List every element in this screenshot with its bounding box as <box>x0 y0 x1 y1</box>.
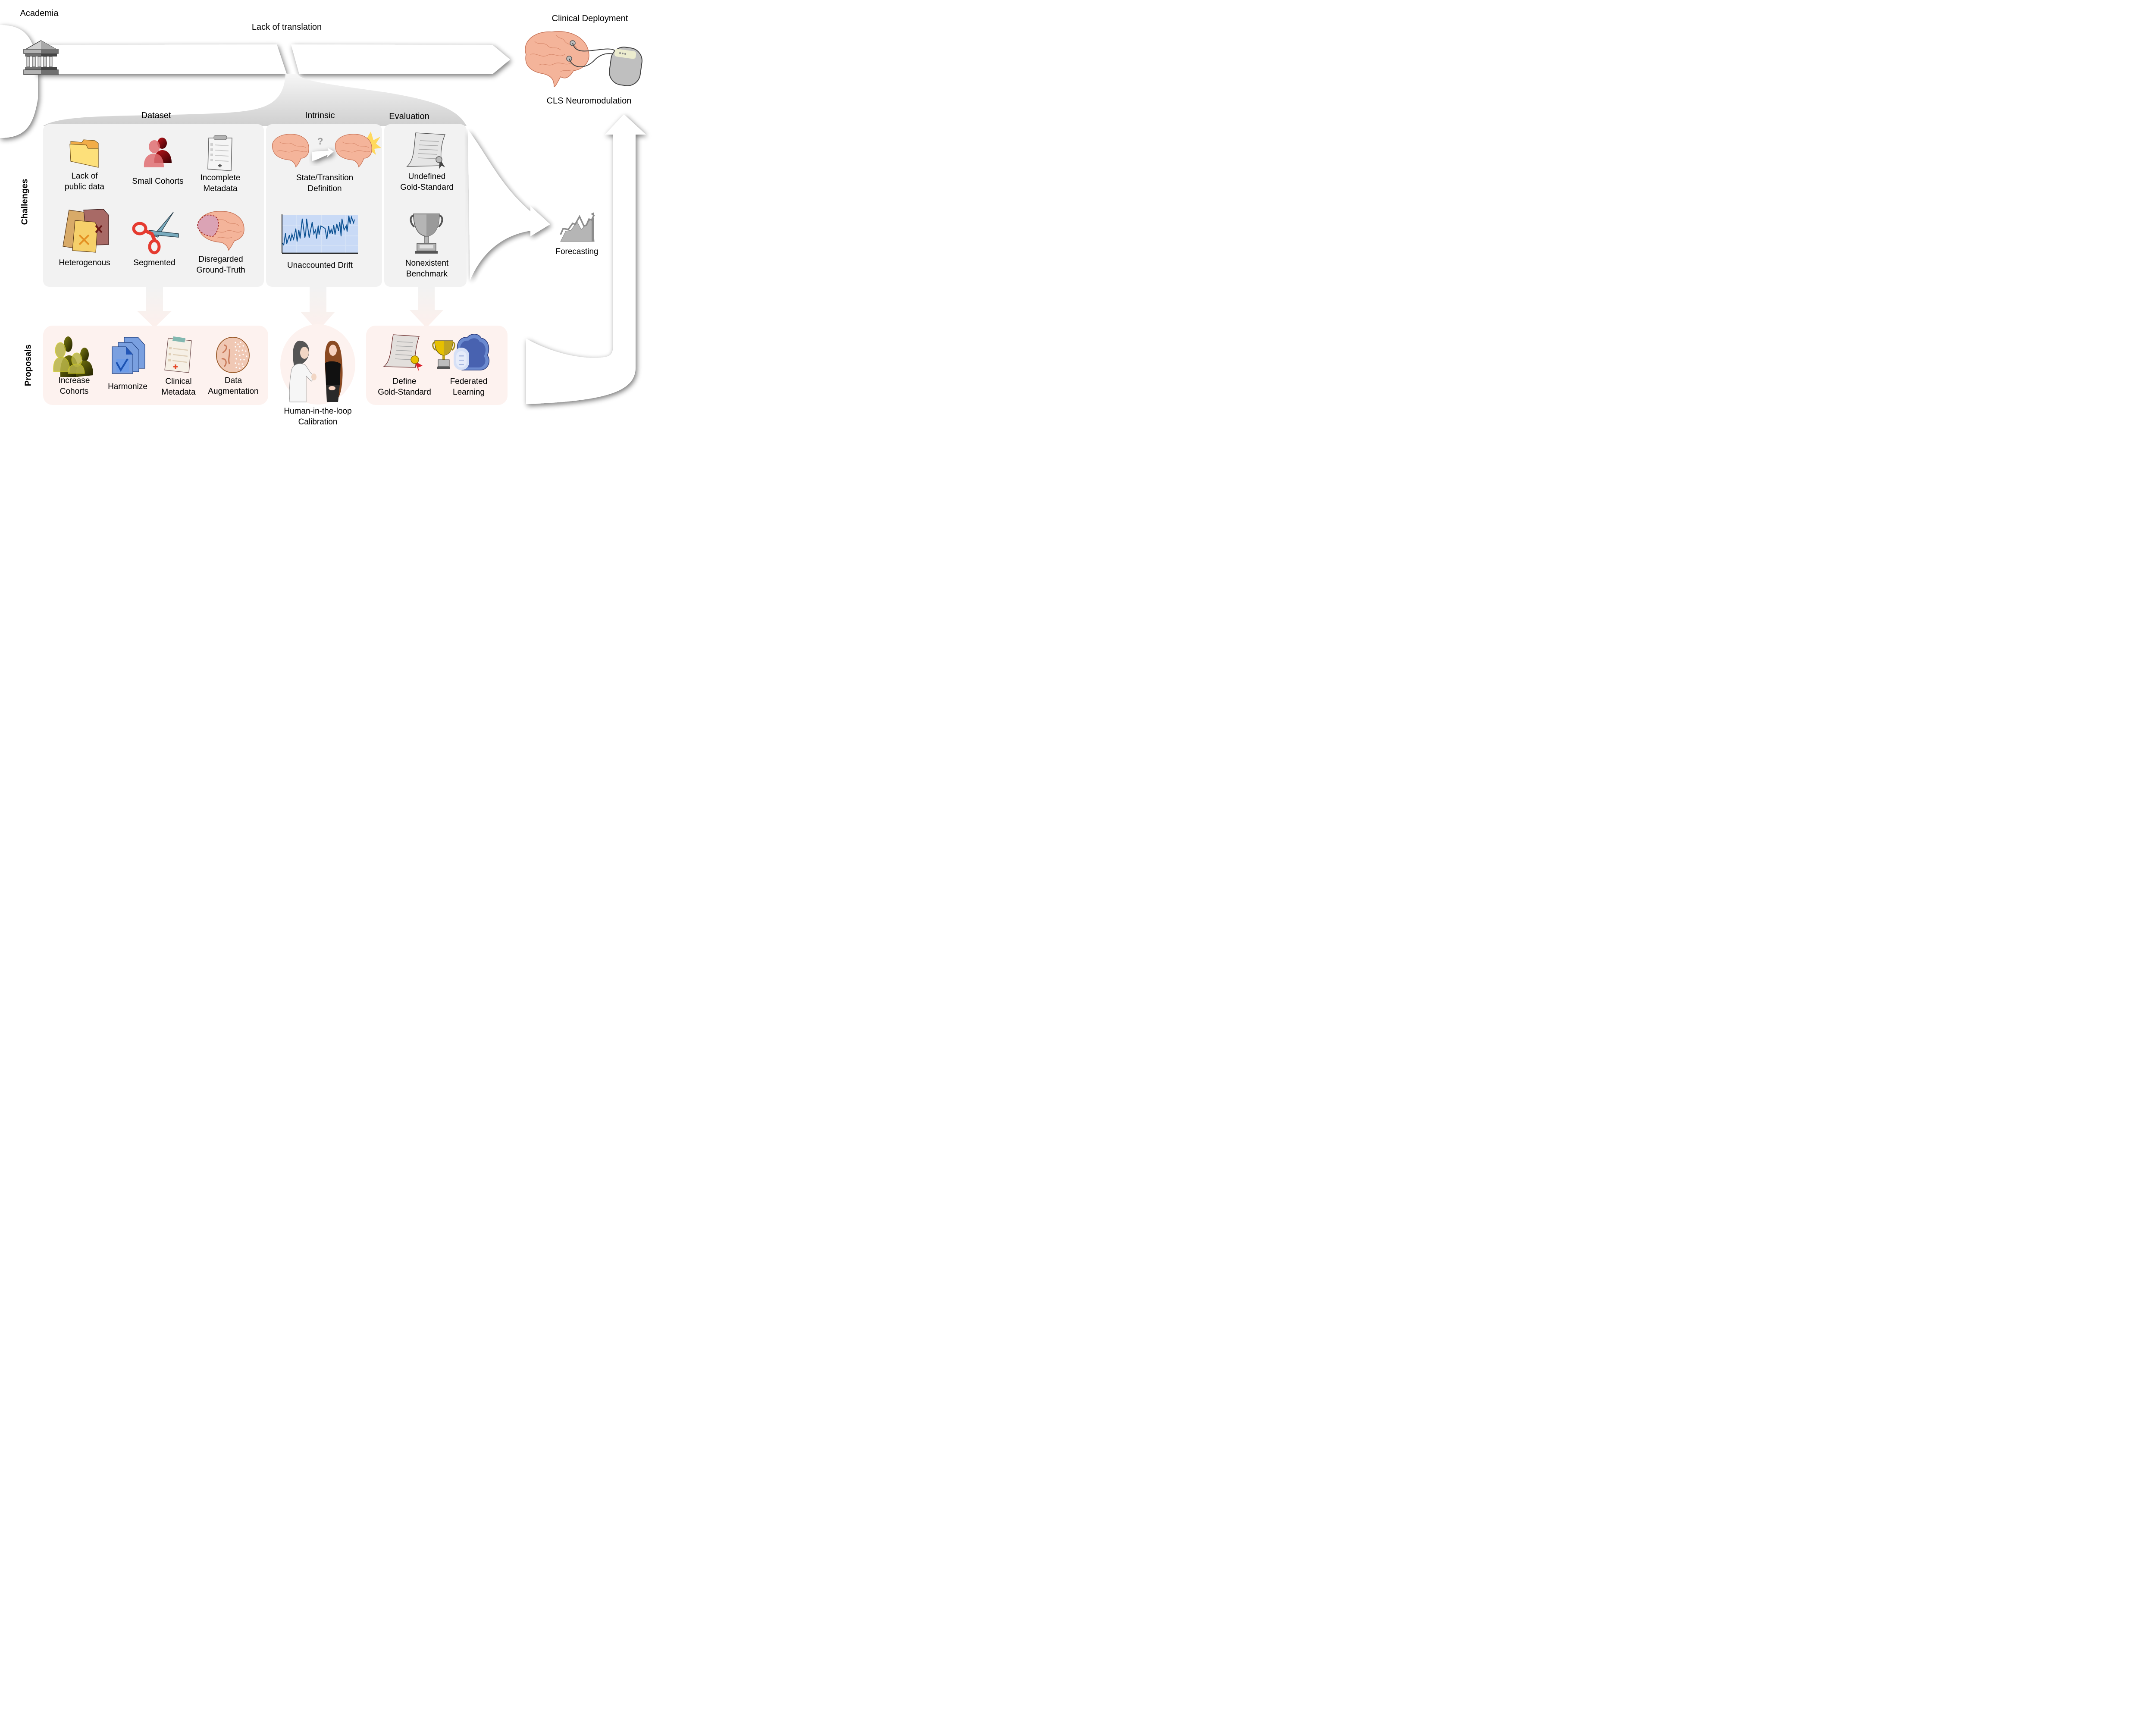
cls-neuromodulation-label: CLS Neuromodulation <box>546 96 632 106</box>
database-icon <box>454 348 469 370</box>
lack-public-data-label: Lack of public data <box>65 172 104 191</box>
checked-documents-icon <box>112 337 145 374</box>
incomplete-metadata-label: Incomplete Metadata <box>200 173 241 193</box>
trophy-cloud-database-icon <box>432 334 489 370</box>
return-arrow <box>526 114 646 404</box>
clipboard-icon <box>207 135 232 171</box>
transition-arrow-icon <box>312 148 334 161</box>
evaluation-panel <box>384 124 467 287</box>
certificate-icon <box>406 132 445 169</box>
translation-band-right <box>291 44 510 74</box>
segmented-label: Segmented <box>133 258 175 267</box>
university-building-icon <box>23 40 59 75</box>
state-transition-definition-label: State/Transition Definition <box>296 173 354 193</box>
group-icon <box>53 336 93 377</box>
drift-chart-background <box>282 215 358 253</box>
augmented-brain-icon <box>216 337 250 373</box>
folder-icon <box>69 139 99 168</box>
down-arrow-intrinsic <box>301 287 335 331</box>
increase-cohorts-label: Increase Cohorts <box>58 376 90 396</box>
federated-learning-label: Federated Learning <box>450 377 488 397</box>
mismatched-files-icon <box>63 209 109 253</box>
brain-after-icon <box>335 132 381 168</box>
evaluation-section-title: Evaluation <box>389 112 429 121</box>
proposals-side-label: Proposals <box>23 344 33 386</box>
clinician-figure <box>289 340 317 402</box>
dataset-section-title: Dataset <box>141 111 171 120</box>
curve-arrow-upper <box>468 129 550 280</box>
question-mark-badge: ? <box>317 136 323 147</box>
lack-of-translation-label: Lack of translation <box>251 22 322 32</box>
diagram-canvas: Academia Lack of translation Clinical De… <box>0 0 661 430</box>
brain-before-icon <box>272 134 309 168</box>
gold-trophy-icon <box>432 340 455 369</box>
brain-region-icon <box>197 211 244 251</box>
challenge-funnel <box>43 74 467 126</box>
small-cohorts-label: Small Cohorts <box>132 177 184 186</box>
drift-chart-icon <box>282 214 358 254</box>
disregarded-ground-truth-label: Disregarded Ground-Truth <box>196 255 245 275</box>
clinical-metadata-label: Clinical Metadata <box>161 377 196 397</box>
medical-clipboard-icon <box>164 336 192 373</box>
heterogenous-label: Heterogenous <box>59 258 110 267</box>
trophy-icon <box>410 213 443 254</box>
clinician-patient-icon <box>289 340 343 402</box>
forecasting-label: Forecasting <box>555 247 599 256</box>
brain-transition-icon: ? <box>272 132 381 168</box>
unaccounted-drift-label: Unaccounted Drift <box>287 261 353 270</box>
undefined-gold-standard-label: Undefined Gold-Standard <box>400 172 454 192</box>
data-augmentation-label: Data Augmentation <box>208 376 259 396</box>
clinical-deployment-label: Clinical Deployment <box>552 14 628 23</box>
challenges-side-label: Challenges <box>20 179 30 225</box>
intrinsic-section-title: Intrinsic <box>305 111 335 120</box>
translation-band-left <box>36 44 287 74</box>
patient-figure <box>325 340 343 402</box>
people-icon <box>144 138 172 167</box>
nonexistent-benchmark-label: Nonexistent Benchmark <box>405 259 449 279</box>
scissors-icon <box>132 212 179 254</box>
dataset-proposals-panel <box>43 326 268 405</box>
down-arrow-evaluation <box>410 287 443 328</box>
drift-series-line <box>282 215 355 246</box>
human-in-the-loop-calibration-label: Human-in-the-loop Calibration <box>284 407 352 427</box>
forecast-chart-icon <box>560 212 595 242</box>
harmonize-label: Harmonize <box>108 382 147 391</box>
define-gold-standard-label: Define Gold-Standard <box>378 377 431 397</box>
down-arrow-dataset <box>137 287 172 328</box>
academia-label: Academia <box>20 9 59 18</box>
gold-certificate-icon <box>383 334 423 372</box>
brain-implant-icon <box>525 31 642 87</box>
